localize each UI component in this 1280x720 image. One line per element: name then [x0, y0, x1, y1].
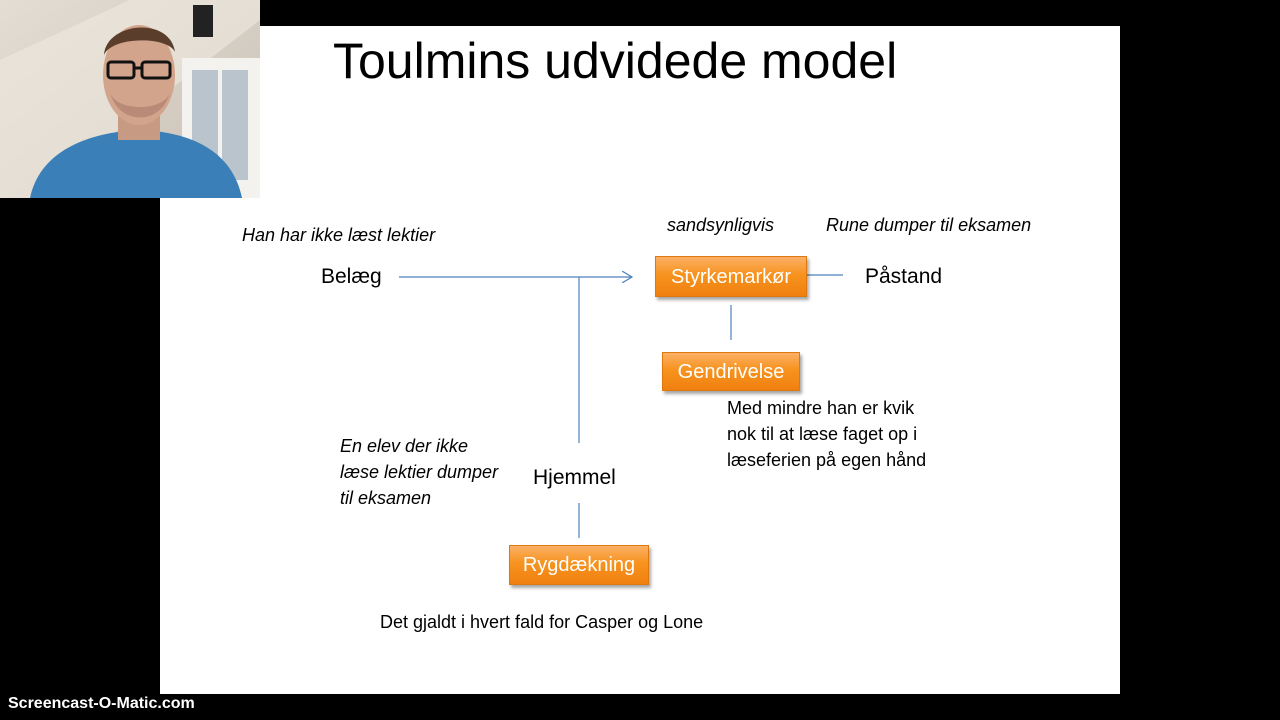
- styrkemarkoer-box-label: Styrkemarkør: [671, 265, 791, 288]
- belaeg-example: Han har ikke læst lektier: [242, 225, 436, 245]
- rygdaekning-example: Det gjaldt i hvert fald for Casper og Lo…: [380, 612, 704, 632]
- presenter-video: [0, 0, 260, 198]
- gendrivelse-example-line: Med mindre han er kvik: [727, 398, 915, 418]
- presentation-slide: [160, 26, 1120, 694]
- hjemmel-label: Hjemmel: [533, 466, 616, 489]
- belaeg-label: Belæg: [321, 265, 382, 288]
- hjemmel-example-line: til eksamen: [340, 488, 432, 508]
- gendrivelse-box: Gendrivelse: [662, 352, 800, 391]
- styrkemarkoer-example: sandsynligvis: [667, 215, 775, 235]
- styrkemarkoer-box: Styrkemarkør: [655, 256, 807, 297]
- webcam-overlay: [0, 0, 260, 198]
- paastand-example: Rune dumper til eksamen: [826, 215, 1032, 235]
- hjemmel-example-line: En elev der ikke: [340, 436, 469, 456]
- rygdaekning-box-label: Rygdækning: [522, 554, 636, 576]
- rygdaekning-box: Rygdækning: [509, 545, 649, 585]
- gendrivelse-example: Med mindre han er kvik nok til at læse f…: [727, 395, 926, 473]
- hjemmel-example: En elev der ikke læse lektier dumper til…: [340, 433, 498, 511]
- gendrivelse-example-line: læseferien på egen hånd: [727, 450, 927, 470]
- screencast-watermark: Screencast-O-Matic.com: [8, 695, 195, 712]
- paastand-label: Påstand: [865, 265, 943, 288]
- gendrivelse-example-line: nok til at læse faget op i: [727, 424, 918, 444]
- hjemmel-example-line: læse lektier dumper: [340, 462, 499, 482]
- gendrivelse-box-label: Gendrivelse: [677, 360, 785, 383]
- slide-title: Toulmins udvidede model: [333, 33, 898, 89]
